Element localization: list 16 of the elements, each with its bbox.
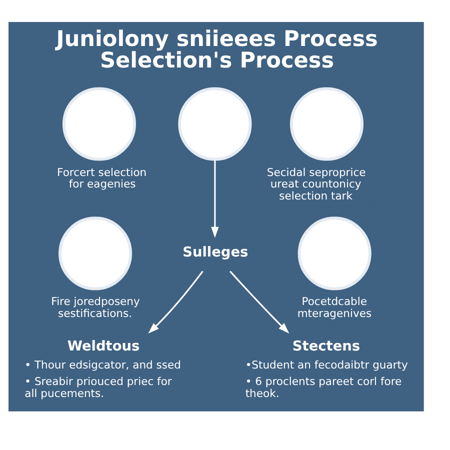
node-circle (58, 216, 132, 290)
node-circle (298, 216, 372, 290)
node-text: Sulleges (182, 244, 248, 260)
node-text: Stectens •Student an fecodaibtr guarty • 6 proclents pareet corl fore theok. (245, 338, 408, 400)
node-circle (178, 86, 252, 160)
arrow (148, 270, 204, 333)
node-circle (290, 86, 364, 160)
arrow (230, 270, 290, 334)
diagram-title: Juniolony sniieees Process Selection's Process (56, 26, 378, 74)
node-label: Fire joredposeny sestifications. (51, 294, 140, 320)
node-label: Secidal seproprice ureat countonicy selection tark (266, 165, 366, 202)
node-label: Pocetdcable mteragenives (297, 294, 372, 320)
arrow (211, 158, 219, 238)
node-text: Weldtous • Thour edsigcator, and ssed • Sreabir priouced priec for all pucements. (24, 338, 181, 400)
node-circle (62, 86, 136, 160)
node-label: Forcert selection for eagenies (57, 165, 147, 190)
